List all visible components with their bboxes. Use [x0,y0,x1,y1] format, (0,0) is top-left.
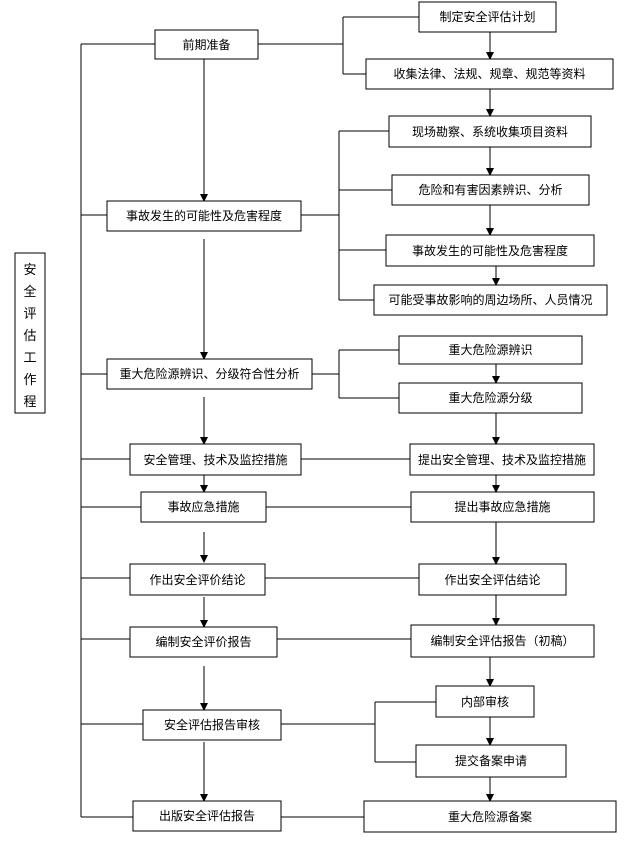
right-step-label: 现场勘察、系统收集项目资料 [412,124,568,139]
left-step-label: 安全评估报告审核 [164,717,260,732]
left-step-label: 出版安全评估报告 [159,808,255,823]
left-step-emergency: 事故应急措施 [140,491,267,523]
right-step-conclusion: 作出安全评估结论 [418,563,567,596]
left-step-label: 安全管理、技术及监控措施 [143,452,287,467]
right-step-hazard-id: 重大危险源辨识 [398,335,583,365]
right-step-internal: 内部审核 [435,685,535,718]
side-char: 估 [23,329,36,344]
side-char: 全 [23,284,36,300]
right-step-label: 重大危险源备案 [448,809,532,824]
side-char: 工 [23,351,36,366]
left-step-report: 编制安全评价报告 [129,626,278,658]
side-char: 安 [23,263,36,278]
right-step-label: 制定安全评估计划 [439,9,535,24]
side-char: 作 [23,373,36,388]
right-step-factors: 危险和有害因素辨识、分析 [391,174,590,206]
side-label-box: 安 全 评 估 工 作 程 [14,252,46,414]
right-step-emergency: 提出事故应急措施 [410,491,595,523]
right-step-report: 编制安全评估报告（初稿） [410,624,595,658]
right-step-hazard-grade: 重大危险源分级 [398,382,583,414]
right-step-label: 可能受事故影响的周边场所、人员情况 [388,292,592,307]
right-step-label: 提交备案申请 [455,753,527,768]
right-step-label: 收集法律、法规、规章、规范等资料 [393,66,585,81]
left-step-accident: 事故发生的可能性及危害程度 [106,200,302,232]
left-step-label: 重大危险源辨识、分级符合性分析 [119,366,299,381]
right-step-submit: 提交备案申请 [415,744,567,778]
right-step-label: 重大危险源辨识 [448,342,532,357]
right-step-accident: 事故发生的可能性及危害程度 [385,234,595,267]
left-step-label: 作出安全评价结论 [149,572,245,587]
connectors [80,16,500,818]
right-step-label: 编制安全评估报告（初稿） [430,633,574,648]
right-step-collect: 收集法律、法规、规章、规范等资料 [365,58,614,90]
left-step-review: 安全评估报告审核 [142,709,282,741]
left-step-hazard: 重大危险源辨识、分级符合性分析 [106,358,313,390]
side-char: 程 [23,395,36,410]
left-step-label: 前期准备 [182,37,230,52]
right-step-affected: 可能受事故影响的周边场所、人员情况 [373,284,608,316]
right-step-mgmt: 提出安全管理、技术及监控措施 [409,443,595,476]
left-step-publish: 出版安全评估报告 [132,800,282,832]
right-step-survey: 现场勘察、系统收集项目资料 [388,115,592,148]
left-step-label: 事故应急措施 [167,499,239,514]
left-step-label: 事故发生的可能性及危害程度 [126,208,282,223]
right-step-record: 重大危险源备案 [363,800,617,833]
right-step-plan: 制定安全评估计划 [418,1,557,33]
right-step-label: 内部审核 [461,694,509,709]
right-step-label: 提出安全管理、技术及监控措施 [418,452,586,467]
right-step-label: 事故发生的可能性及危害程度 [412,243,568,258]
right-step-label: 提出事故应急措施 [454,499,550,514]
right-step-label: 作出安全评估结论 [444,572,540,587]
left-step-mgmt: 安全管理、技术及监控措施 [129,443,302,476]
right-step-label: 危险和有害因素辨识、分析 [418,182,562,197]
left-step-label: 编制安全评价报告 [155,634,251,649]
right-step-label: 重大危险源分级 [448,390,532,405]
left-step-prep: 前期准备 [154,29,259,60]
left-step-conclusion: 作出安全评价结论 [129,563,266,596]
side-char: 评 [23,307,36,322]
